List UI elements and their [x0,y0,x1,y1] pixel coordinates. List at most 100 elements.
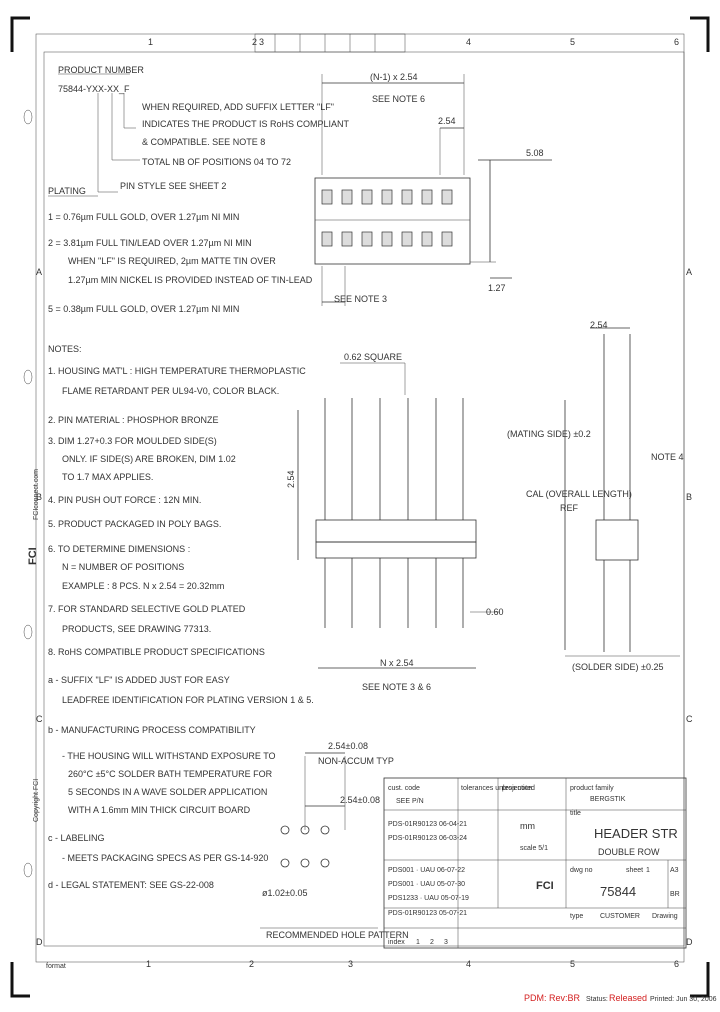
svg-text:TO 1.7 MAX APPLIES.: TO 1.7 MAX APPLIES. [62,472,153,482]
svg-text:1.27µm MIN NICKEL IS PROVIDED: 1.27µm MIN NICKEL IS PROVIDED INSTEAD OF… [68,275,313,285]
svg-text:(MATING SIDE) ±0.2: (MATING SIDE) ±0.2 [507,429,591,439]
svg-text:2: 2 [252,37,257,47]
svg-text:c - LABELING: c - LABELING [48,833,105,843]
svg-text:A3: A3 [670,867,679,874]
corner-marks [10,16,710,998]
svg-text:1: 1 [148,37,153,47]
svg-text:2.54: 2.54 [286,470,296,488]
svg-text:1.27: 1.27 [488,283,506,293]
binder-holes [23,109,33,878]
svg-text:projection: projection [502,785,532,792]
product-number-code: 75844-YXX-XX_F [58,84,130,94]
svg-text:SEE NOTE 3 & 6: SEE NOTE 3 & 6 [362,682,431,692]
svg-text:TOTAL NB OF POSITIONS 04 TO 72: TOTAL NB OF POSITIONS 04 TO 72 [142,157,291,167]
side-site: FCIconnect.com [33,469,40,520]
notes-block: NOTES: 1. HOUSING MAT'L : HIGH TEMPERATU… [48,344,314,890]
svg-text:2.54±0.08: 2.54±0.08 [328,741,368,751]
svg-text:REF: REF [560,503,579,513]
svg-text:1: 1 [416,939,420,946]
svg-text:PIN STYLE SEE SHEET 2: PIN STYLE SEE SHEET 2 [120,181,226,191]
svg-text:N = NUMBER OF POSITIONS: N = NUMBER OF POSITIONS [62,562,184,572]
svg-text:PDS1233 · UAU 05-07-19: PDS1233 · UAU 05-07-19 [388,895,469,902]
svg-text:format: format [46,963,66,970]
svg-text:4. PIN PUSH OUT FORCE : 12N MI: 4. PIN PUSH OUT FORCE : 12N MIN. [48,495,201,505]
printed-date: Printed: Jun 30, 2006 [650,996,717,1003]
svg-text:INDICATES THE PRODUCT IS RoHS: INDICATES THE PRODUCT IS RoHS COMPLIANT [142,119,350,129]
upper-pins [324,398,464,520]
front-view: 0.62 SQUARE 2.54 0.60 N x 2.54 SEE NOTE … [286,352,504,692]
svg-text:8. RoHS COMPATIBLE PRODUCT SPE: 8. RoHS COMPATIBLE PRODUCT SPECIFICATION… [48,647,265,657]
svg-text:PDS-01R90123 05-07-21: PDS-01R90123 05-07-21 [388,910,467,917]
svg-text:HEADER STR: HEADER STR [594,826,678,841]
side-view: 2.54 (MATING SIDE) ±0.2 NOTE 4 CAL (OVER… [507,320,684,672]
zone-labels-side: A B C D A B C D [36,267,693,947]
svg-text:2.54±0.08: 2.54±0.08 [340,795,380,805]
svg-text:tolerances unless noted: tolerances unless noted [461,785,535,792]
svg-text:PDS-01R90123 06-03-24: PDS-01R90123 06-03-24 [388,835,467,842]
svg-text:5 = 0.38µm FULL GOLD, OVER 1.2: 5 = 0.38µm FULL GOLD, OVER 1.27µm NI MIN [48,304,239,314]
svg-text:C: C [686,714,693,724]
svg-text:PDS001 · UAU 06-07-22: PDS001 · UAU 06-07-22 [388,867,465,874]
svg-text:2.54: 2.54 [438,116,456,126]
hole-pattern: 2.54±0.08 NON-ACCUM TYP 2.54±0.08 ø1.02±… [260,741,409,940]
svg-text:type: type [570,913,583,920]
svg-text:NON-ACCUM TYP: NON-ACCUM TYP [318,756,394,766]
svg-text:product family: product family [570,785,614,792]
svg-text:WHEN REQUIRED, ADD SUFFIX LETT: WHEN REQUIRED, ADD SUFFIX LETTER "LF" [142,102,334,112]
svg-text:C: C [36,714,43,724]
svg-text:2. PIN MATERIAL : PHOSPHOR BRO: 2. PIN MATERIAL : PHOSPHOR BRONZE [48,415,219,425]
svg-text:3: 3 [444,939,448,946]
svg-text:CAL (OVERALL LENGTH): CAL (OVERALL LENGTH) [526,489,632,499]
svg-text:4: 4 [466,37,471,47]
svg-text:6: 6 [674,37,679,47]
svg-text:D: D [36,937,43,947]
svg-text:B: B [686,492,692,502]
svg-text:EXAMPLE : 8 PCS. N x 2.54 = 20: EXAMPLE : 8 PCS. N x 2.54 = 20.32mm [62,581,224,591]
svg-text:A: A [36,267,42,277]
svg-text:index: index [388,939,405,946]
svg-text:BR: BR [670,891,680,898]
svg-text:(SOLDER SIDE) ±0.25: (SOLDER SIDE) ±0.25 [572,662,663,672]
svg-text:0.62 SQUARE: 0.62 SQUARE [344,352,402,362]
svg-text:scale 5/1: scale 5/1 [520,845,548,852]
svg-text:PDS-01R90123 06-04-21: PDS-01R90123 06-04-21 [388,821,467,828]
svg-text:cust. code: cust. code [388,785,420,792]
svg-text:6. TO DETERMINE DIMENSIONS :: 6. TO DETERMINE DIMENSIONS : [48,544,190,554]
svg-text:ONLY. IF SIDE(S) ARE BROKEN, D: ONLY. IF SIDE(S) ARE BROKEN, DIM 1.02 [62,454,236,464]
svg-text:FLAME RETARDANT PER UL94-V0, C: FLAME RETARDANT PER UL94-V0, COLOR BLACK… [62,386,279,396]
lower-pins [324,558,464,628]
svg-text:1 = 0.76µm FULL GOLD, OVER 1.2: 1 = 0.76µm FULL GOLD, OVER 1.27µm NI MIN [48,212,239,222]
svg-text:LEADFREE IDENTIFICATION FOR PL: LEADFREE IDENTIFICATION FOR PLATING VERS… [62,695,314,705]
svg-text:FCI: FCI [536,880,554,892]
svg-text:PLATING: PLATING [48,186,86,196]
svg-text:SEE NOTE 6: SEE NOTE 6 [372,94,425,104]
svg-text:5.08: 5.08 [526,148,544,158]
svg-text:& COMPATIBLE. SEE NOTE 8: & COMPATIBLE. SEE NOTE 8 [142,137,265,147]
svg-text:5 SECONDS IN A WAVE SOLDER APP: 5 SECONDS IN A WAVE SOLDER APPLICATION [68,787,267,797]
svg-text:6: 6 [674,959,679,969]
svg-text:d - LEGAL STATEMENT: SEE GS-22: d - LEGAL STATEMENT: SEE GS-22-008 [48,880,214,890]
svg-text:1: 1 [646,867,650,874]
svg-text:mm: mm [520,821,535,831]
svg-text:a - SUFFIX "LF" IS ADDED JUST: a - SUFFIX "LF" IS ADDED JUST FOR EASY [48,675,230,685]
svg-text:4: 4 [466,959,471,969]
pdm-rev: PDM: Rev:BR [524,993,581,1003]
svg-text:NOTES:: NOTES: [48,344,82,354]
svg-text:BERGSTIK: BERGSTIK [590,796,626,803]
zone-labels-bottom: 1 2 3 4 5 6 format [46,959,679,970]
svg-text:A: A [686,267,692,277]
svg-text:PRODUCTS, SEE DRAWING 77313.: PRODUCTS, SEE DRAWING 77313. [62,624,211,634]
svg-text:sheet: sheet [626,867,643,874]
svg-text:Drawing: Drawing [652,913,678,920]
svg-text:75844: 75844 [600,884,636,899]
status-label: Status: [586,996,608,1003]
svg-text:b - MANUFACTURING PROCESS COMP: b - MANUFACTURING PROCESS COMPATIBILITY [48,725,256,735]
svg-text:SEE NOTE 3: SEE NOTE 3 [334,294,387,304]
product-number-block: PRODUCT NUMBER 75844-YXX-XX_F WHEN REQUI… [48,65,350,197]
svg-text:2: 2 [249,959,254,969]
svg-text:3: 3 [348,959,353,969]
product-number-heading: PRODUCT NUMBER [58,65,144,75]
svg-text:CUSTOMER: CUSTOMER [600,913,640,920]
svg-text:2.54: 2.54 [590,320,608,330]
svg-text:260°C ±5°C SOLDER BATH TEMPERA: 260°C ±5°C SOLDER BATH TEMPERATURE FOR [68,769,273,779]
